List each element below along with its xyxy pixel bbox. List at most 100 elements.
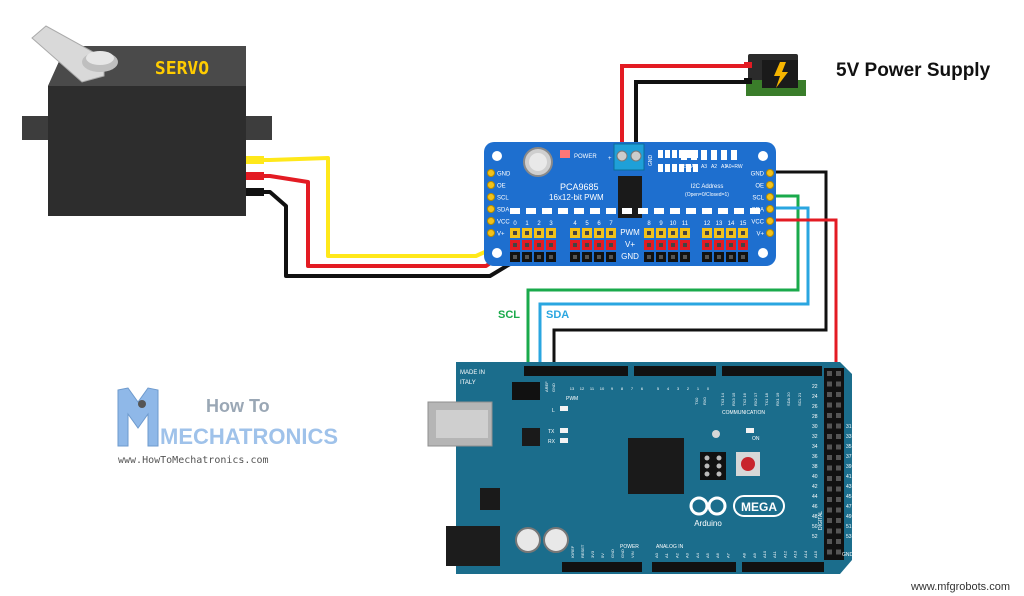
digital-pin-label: 35 [846, 444, 852, 450]
header-pin-hole [573, 243, 577, 247]
led-l [560, 406, 568, 411]
analog-pin-label: A7 [725, 552, 730, 558]
header-pin-hole [549, 243, 553, 247]
header-pin-hole [659, 243, 663, 247]
power-analog-header [562, 562, 824, 572]
header-pin-hole [647, 255, 651, 259]
pca-right-pin [766, 205, 774, 213]
digital-pin-label: 42 [812, 484, 818, 490]
digital-pin-label: 36 [812, 454, 818, 460]
top-header-body-right [722, 366, 822, 376]
top-pin-label: 0 [707, 386, 710, 391]
pca-left-pin-label: VCC [497, 220, 510, 226]
led-on [746, 428, 754, 433]
right-header-pin [836, 465, 841, 471]
channel-number: 9 [659, 221, 663, 227]
power-pin-label: VIN [630, 551, 635, 558]
pca-capacitor-top [529, 153, 547, 171]
digital-pin-label: 30 [812, 424, 818, 430]
right-header-pin [827, 486, 832, 492]
pca-right-pin [766, 169, 774, 177]
header-pin-hole [729, 231, 733, 235]
header-pin-hole [549, 255, 553, 259]
icsp-pin [704, 455, 710, 461]
header-pin-hole [671, 255, 675, 259]
right-header-pin [827, 402, 832, 408]
arduino-brand: Arduino [694, 519, 722, 528]
top-pin-label: 8 [621, 386, 624, 391]
logo-line1: How To [206, 396, 270, 416]
pca-resistor-row [622, 208, 632, 214]
power-header-body [562, 562, 642, 572]
right-header-pin [836, 392, 841, 397]
header-pin-hole [525, 243, 529, 247]
digital-pin-label: 49 [846, 514, 852, 520]
digital-pin-label: 41 [846, 474, 852, 480]
icsp-pin [716, 471, 722, 477]
right-header-pin [836, 423, 841, 429]
digital-pin-label: 37 [846, 454, 852, 460]
channel-number: 10 [670, 221, 677, 227]
header-pin-hole [741, 243, 745, 247]
right-header-pin [836, 528, 841, 534]
analog-pin-label: A0 [654, 552, 659, 558]
wire-vcc-arduino [770, 218, 838, 370]
pca-resistor-row [574, 208, 584, 214]
digital-pin-label: 47 [846, 504, 852, 510]
header-pin-hole [609, 243, 613, 247]
mega-badge [733, 495, 785, 517]
pca-right-pin-label: GND [751, 172, 765, 178]
pca-power-label: POWER [574, 154, 597, 160]
pca-left-pin-label: V+ [497, 232, 505, 238]
header-pin-hole [573, 255, 577, 259]
pca-resistor-row [718, 208, 728, 214]
right-header-pin [827, 549, 832, 555]
italy-label: ITALY [460, 380, 476, 386]
servo-wires [250, 156, 525, 278]
digital-header-right: 2224262830323436384042444648505231333537… [812, 368, 852, 560]
pca-resistor-row [686, 208, 696, 214]
channel-number: 3 [549, 221, 553, 227]
digital-pin-label: 24 [812, 394, 818, 400]
logo-line2: MECHATRONICS [160, 424, 338, 449]
digital-pin-label: 22 [812, 384, 818, 390]
pca-resistor [658, 150, 663, 158]
right-header-pin [827, 507, 832, 513]
power-label: POWER [620, 544, 639, 550]
right-header-pin [827, 423, 832, 429]
right-header-pin [827, 528, 832, 534]
channel-number: 12 [704, 221, 711, 227]
dc-power-jack [744, 54, 806, 96]
wire-scl [526, 194, 800, 370]
right-header-pin [827, 539, 832, 544]
right-header-pin [827, 413, 832, 418]
header-pin-hole [525, 255, 529, 259]
analog-pin-label: A2 [674, 552, 679, 558]
pca-resistor-row [526, 208, 536, 214]
analog-pin-label: A3 [685, 552, 690, 558]
channel-number: 2 [537, 221, 541, 227]
wire-ground-black [250, 190, 525, 278]
analog-pin-label: A10 [762, 550, 767, 558]
tx0-label: TX0 [694, 397, 699, 405]
pca-resistor-row [702, 208, 712, 214]
top-pin-label: 10 [600, 386, 605, 391]
arduino-capacitor-1 [515, 527, 541, 553]
right-header-pin [836, 486, 841, 492]
header-pin-hole [585, 231, 589, 235]
pca-resistor-row [670, 208, 680, 214]
comm-pin-label: TX1 18 [764, 392, 769, 406]
address-jumper-label: A3 [701, 164, 707, 170]
power-pin-label: 3V3 [590, 550, 595, 558]
right-header-pin [836, 402, 841, 408]
led-rx-label: RX [548, 439, 556, 445]
pca9685-board: POWER PCA9685 16x12-bit PWM + GND GNDOES… [484, 142, 776, 266]
right-header-pin [836, 371, 841, 376]
led-tx [560, 428, 568, 433]
icsp-pin [704, 471, 710, 477]
analog-header-body-1 [652, 562, 736, 572]
servo-shaft-cap [86, 51, 114, 65]
arduino-hole [712, 430, 720, 438]
